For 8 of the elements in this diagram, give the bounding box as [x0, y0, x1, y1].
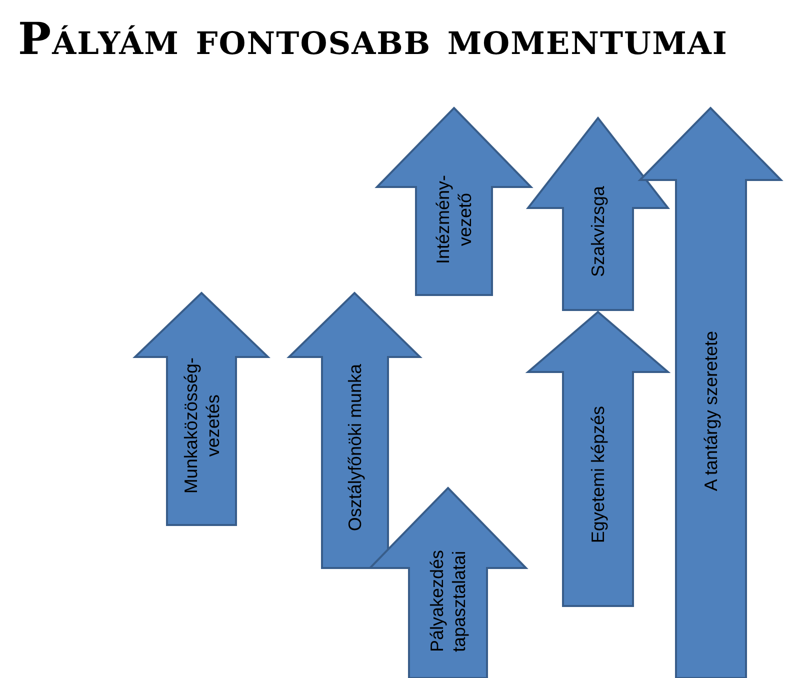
arrow-label: Osztályfőnöki munka — [344, 364, 366, 532]
arrow-label: Pályakezdés tapasztalatai — [426, 548, 470, 654]
arrow-label: Munkaközösség- vezetés — [180, 357, 224, 496]
arrow-label: Intézmény- vezető — [432, 174, 476, 266]
arrow-label: Egyetemi képzés — [587, 406, 609, 544]
arrow-label: A tantárgy szeretete — [700, 330, 722, 492]
page-title: Pályám fontosabb momentumai — [18, 14, 728, 65]
arrow-label: Szakvizsga — [587, 186, 609, 278]
